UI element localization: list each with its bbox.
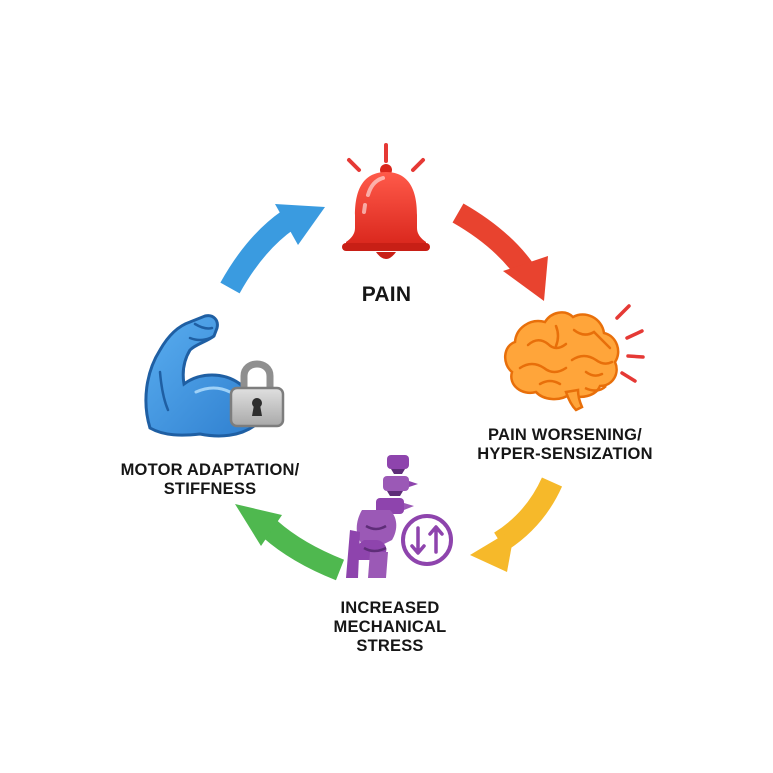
- flexed-arm-lock-icon: [144, 314, 285, 438]
- arrow-worsening-to-stress: [470, 477, 563, 572]
- spine-joint-icon: [346, 455, 453, 578]
- arrow-stress-to-motor: [235, 504, 345, 581]
- label-line: INCREASED: [340, 599, 440, 617]
- arrow-motor-to-pain: [220, 204, 325, 294]
- node-label-mechanical-stress: INCREASED MECHANICAL STRESS: [290, 599, 490, 656]
- node-label-motor-adaptation: MOTOR ADAPTATION/ STIFFNESS: [90, 461, 330, 499]
- label-line: PAIN WORSENING/: [488, 426, 642, 444]
- arrow-pain-to-worsening: [452, 203, 548, 301]
- label-line: PAIN: [361, 283, 412, 306]
- label-line: MOTOR ADAPTATION/: [120, 461, 300, 479]
- label-line: STIFFNESS: [163, 479, 257, 498]
- brain-icon: [504, 304, 645, 412]
- label-line: MECHANICAL: [333, 617, 447, 636]
- label-line: STRESS: [356, 636, 424, 655]
- node-label-pain-worsening: PAIN WORSENING/ HYPER-SENSIZATION: [460, 426, 670, 464]
- node-label-pain: PAIN: [0, 283, 773, 307]
- bell-icon: [342, 143, 430, 259]
- label-line: HYPER-SENSIZATION: [477, 444, 653, 463]
